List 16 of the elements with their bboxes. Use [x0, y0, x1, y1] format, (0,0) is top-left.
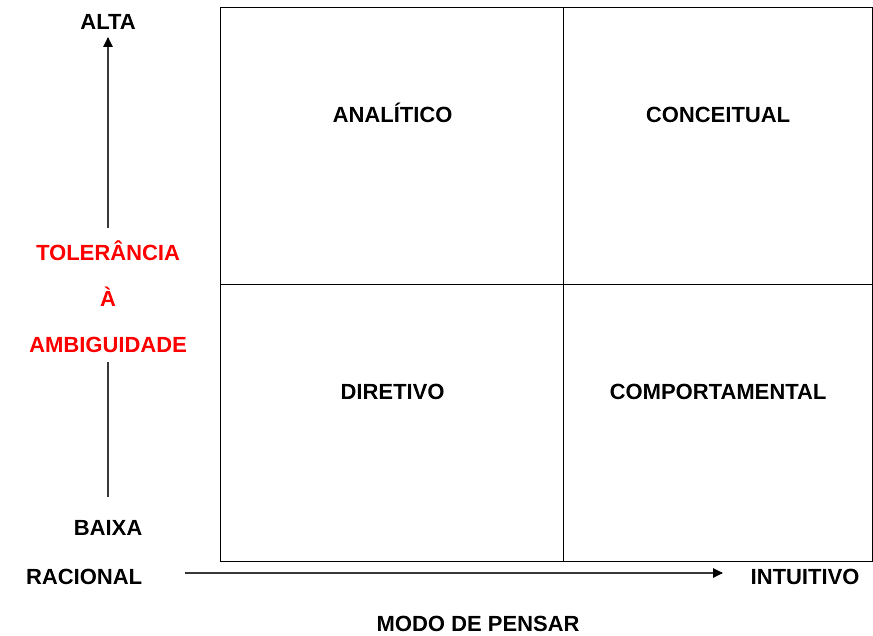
quadrant-box — [563, 7, 873, 286]
quadrant-box — [220, 7, 565, 286]
quadrant-label: CONCEITUAL — [644, 102, 792, 128]
axis-title: AMBIGUIDADE — [29, 332, 187, 358]
axis-title: MODO DE PENSAR — [376, 611, 580, 636]
axis-title: TOLERÂNCIA — [36, 240, 180, 266]
quadrant-label: ANALÍTICO — [332, 102, 454, 128]
quadrant-box — [220, 284, 565, 562]
axis-label: INTUITIVO — [750, 564, 860, 590]
axis-label: BAIXA — [74, 515, 142, 541]
quadrant-label: DIRETIVO — [340, 379, 446, 405]
quadrant-label: COMPORTAMENTAL — [608, 379, 828, 405]
quadrant-box — [563, 284, 873, 562]
axis-label: RACIONAL — [26, 564, 142, 590]
axis-title: À — [100, 286, 116, 312]
axis-label: ALTA — [80, 9, 136, 35]
